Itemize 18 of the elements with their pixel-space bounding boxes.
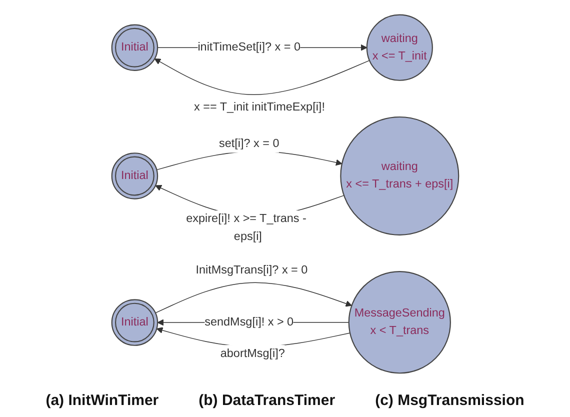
- node-circle: Initial: [111, 152, 158, 200]
- node-circle: waiting x <= T_trans + eps[i]: [340, 116, 459, 236]
- edge-label: x == T_init initTimeExp[i]!: [194, 100, 325, 114]
- node-circle: MessageSending x < T_trans: [348, 271, 451, 374]
- panel-caption: (b) DataTransTimer: [198, 392, 336, 409]
- panel-caption: (a) InitWinTimer: [46, 392, 159, 409]
- edge-label: expire[i]! x >= T_trans - eps[i]: [186, 212, 306, 243]
- edge-label: initTimeSet[i]? x = 0: [197, 41, 300, 54]
- node-circle: Initial: [111, 299, 158, 346]
- arrow: [154, 58, 370, 95]
- edge-label: set[i]? x = 0: [218, 137, 279, 150]
- panel-caption: (c) MsgTransmission: [375, 392, 524, 409]
- edge-label: sendMsg[i]! x > 0: [204, 316, 294, 328]
- node-circle: waiting x <= T_init: [366, 14, 433, 81]
- edge-label: abortMsg[i]?: [220, 347, 285, 360]
- edge-label: InitMsgTrans[i]? x = 0: [196, 264, 308, 276]
- arrow: [154, 282, 352, 314]
- node-circle: Initial: [111, 24, 158, 71]
